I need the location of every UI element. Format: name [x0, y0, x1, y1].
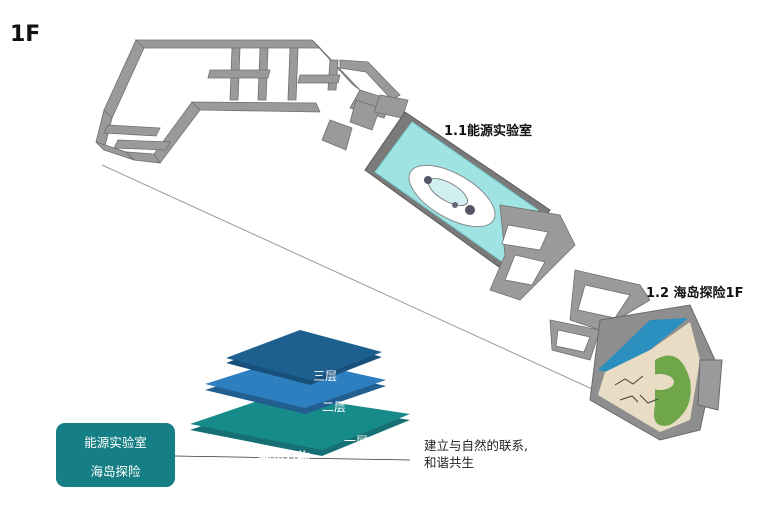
island-adventure-label: 1.2 海岛探险1F — [646, 286, 744, 301]
layer-second-label: 二层 — [322, 400, 347, 414]
middle-rooms — [321, 59, 409, 151]
layer-stack — [190, 330, 410, 456]
floor-title: 1F — [10, 22, 41, 47]
zone-box: 能源实验室 海岛探险 — [56, 423, 175, 487]
island-adventure-area — [589, 304, 723, 441]
zone-box-line1: 能源实验室 — [84, 435, 147, 450]
left-building-walls — [95, 39, 361, 164]
description-line1: 建立与自然的联系, — [424, 438, 528, 453]
layer-first-theme: 感知万物 — [258, 451, 311, 466]
energy-lab-label: 1.1能源实验室 — [444, 124, 533, 139]
layer-first-label: 一层 — [344, 434, 369, 448]
description-text: 建立与自然的联系, 和谐共生 — [424, 437, 528, 471]
description-line2: 和谐共生 — [424, 455, 475, 470]
right-rooms — [489, 204, 651, 361]
connector-line — [174, 455, 411, 461]
zone-box-line2: 海岛探险 — [90, 464, 141, 479]
layer-third-label: 三层 — [313, 369, 338, 383]
